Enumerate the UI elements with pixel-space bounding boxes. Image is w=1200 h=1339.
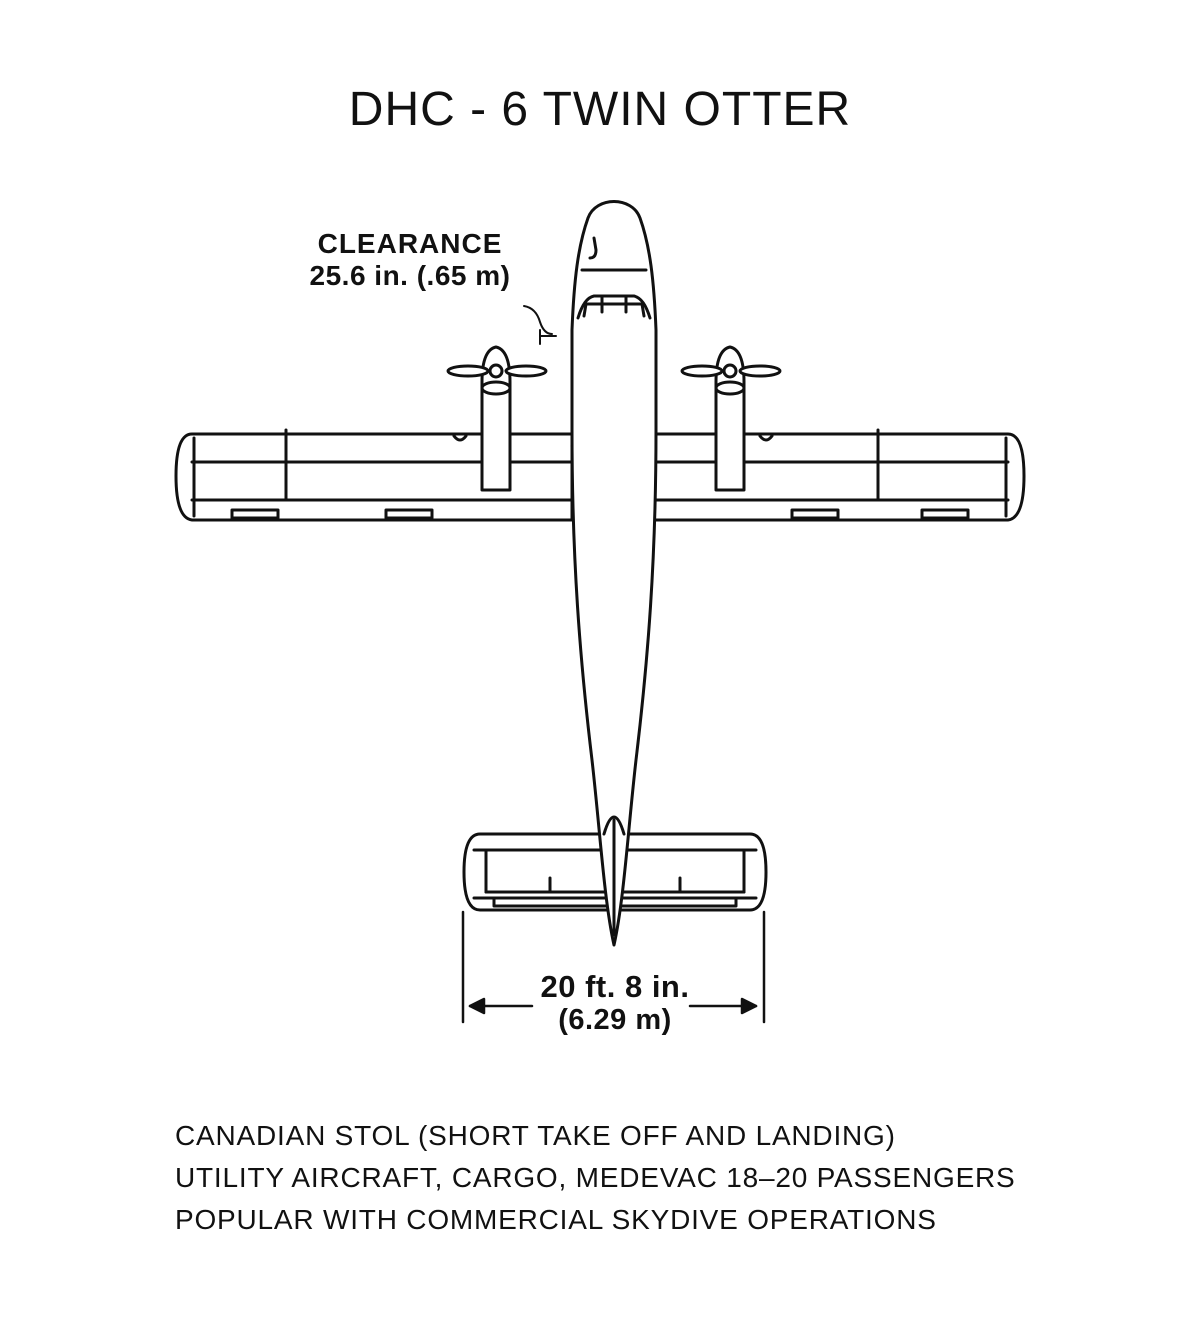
clearance-leader-line — [523, 305, 557, 345]
description-line: UTILITY AIRCRAFT, CARGO, MEDEVAC 18–20 P… — [175, 1162, 1016, 1193]
fuselage — [570, 200, 658, 947]
tail-span-metric: (6.29 m) — [558, 1004, 672, 1036]
aircraft-description: CANADIAN STOL (SHORT TAKE OFF AND LANDIN… — [175, 1115, 1075, 1241]
clearance-title: CLEARANCE — [317, 228, 503, 259]
clearance-label: CLEARANCE 25.6 in. (.65 m) — [270, 228, 550, 292]
diagram-title: DHC - 6 TWIN OTTER — [348, 83, 852, 136]
left-engine-nacelle — [480, 345, 512, 492]
right-engine-nacelle — [714, 345, 746, 492]
clearance-value: 25.6 in. (.65 m) — [309, 260, 511, 291]
tail-span-imperial: 20 ft. 8 in. — [540, 969, 690, 1004]
description-line: POPULAR WITH COMMERCIAL SKYDIVE OPERATIO… — [175, 1204, 937, 1235]
left-wing — [174, 428, 574, 522]
tail-span-dimension — [461, 910, 766, 1024]
description-line: CANADIAN STOL (SHORT TAKE OFF AND LANDIN… — [175, 1120, 896, 1151]
right-wing — [646, 428, 1026, 522]
tail-span-label: 20 ft. 8 in. (6.29 m) — [480, 969, 750, 1037]
right-propeller — [680, 363, 782, 379]
left-propeller — [446, 363, 548, 379]
